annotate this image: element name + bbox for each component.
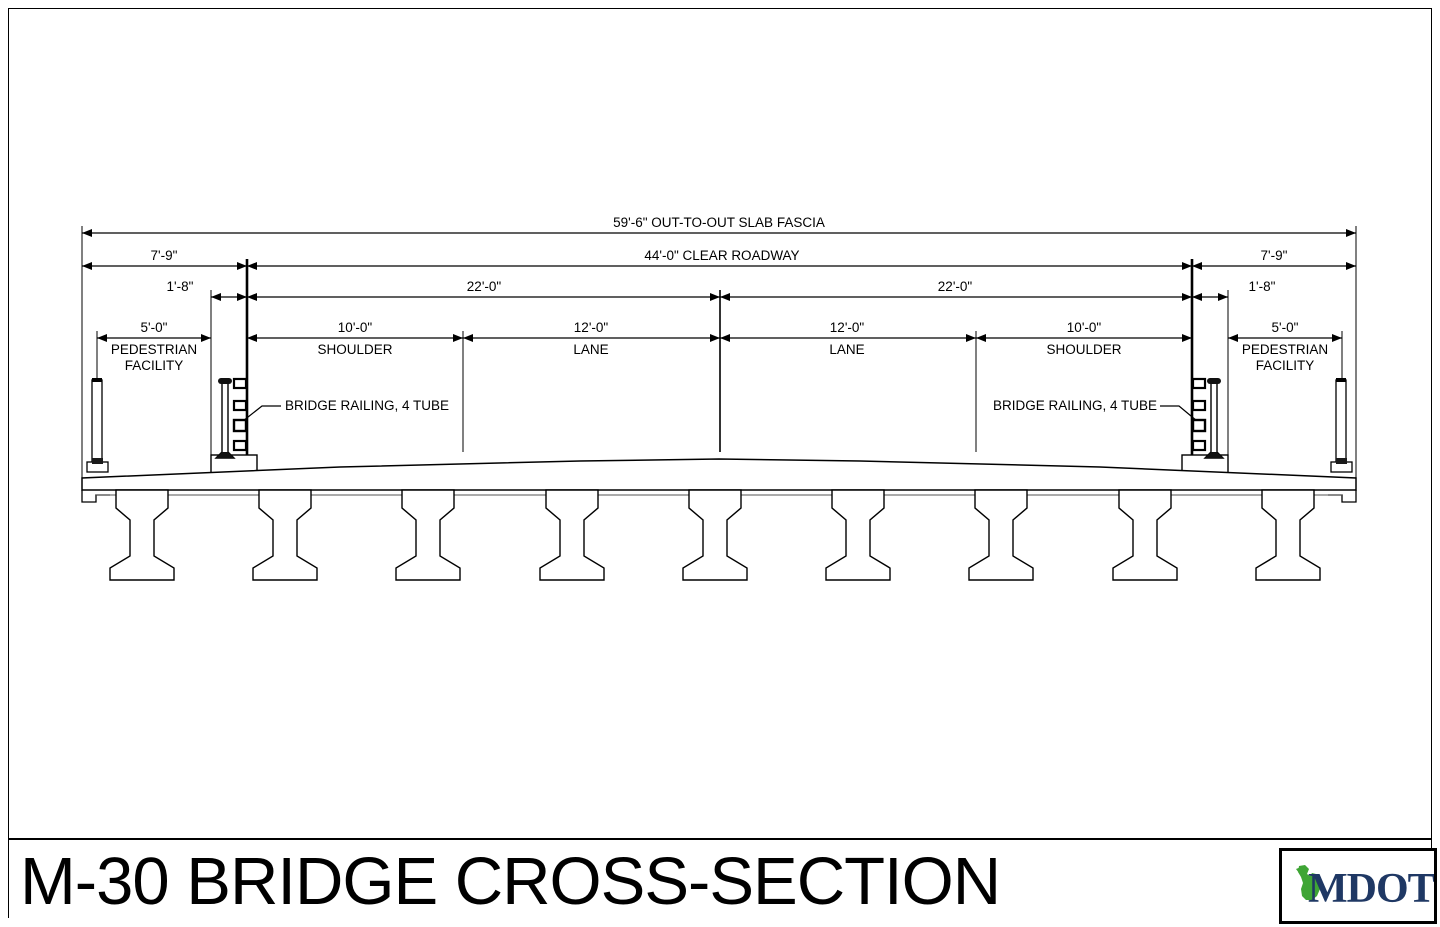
- girder: [539, 489, 605, 581]
- dim-label-left-lane-width: 12'-0": [574, 320, 609, 335]
- girder: [1112, 489, 1178, 581]
- dim-label-right-shoulder-width: 10'-0": [1067, 320, 1102, 335]
- callout-left-bridge-railing: BRIDGE RAILING, 4 TUBE: [285, 398, 449, 413]
- girder: [109, 489, 175, 581]
- dim-label-left-barrier: 1'-8": [167, 279, 194, 294]
- deck-slab-outline: [81, 458, 1357, 491]
- dim-label-left-half-roadway: 22'-0": [467, 279, 502, 294]
- dim-row-halves: [210, 290, 1229, 455]
- dim-label-right-lane-name: LANE: [829, 342, 864, 357]
- dim-label-left-pedestrian-name-2: FACILITY: [125, 358, 184, 373]
- dim-label-left-shoulder-name: SHOULDER: [317, 342, 392, 357]
- leader-layer: BRIDGE RAILING, 4 TUBE BRIDGE RAILING, 4…: [242, 398, 1198, 422]
- left-bridge-railing-4-tube-icon: [210, 377, 258, 474]
- dim-label-right-pedestrian-name-1: PEDESTRIAN: [1242, 342, 1328, 357]
- leader-line-left-railing: [242, 405, 281, 422]
- title-band: [9, 838, 1431, 926]
- girder: [968, 489, 1034, 581]
- girder: [682, 489, 748, 581]
- mdot-logo-text: MDOT: [1308, 866, 1435, 912]
- girder-row: [109, 489, 1321, 581]
- girder: [252, 489, 318, 581]
- leader-line-right-railing: [1160, 405, 1198, 422]
- dim-label-left-shoulder-width: 10'-0": [338, 320, 373, 335]
- dim-label-left-lane-name: LANE: [573, 342, 608, 357]
- dimension-layer: 59'-6" OUT-TO-OUT SLAB FASCIA 44'-0" CLE…: [81, 215, 1357, 478]
- dim-label-left-overhang: 7'-9": [151, 248, 178, 263]
- dim-label-right-shoulder-name: SHOULDER: [1046, 342, 1121, 357]
- left-pedestrian-railing-icon: [86, 378, 109, 473]
- right-pedestrian-railing-icon: [1330, 378, 1353, 473]
- dim-label-out-to-out: 59'-6" OUT-TO-OUT SLAB FASCIA: [613, 215, 825, 230]
- dim-row-overhangs: [82, 259, 1356, 472]
- left-fascia-lip: [81, 490, 110, 503]
- dim-label-left-pedestrian-name-1: PEDESTRIAN: [111, 342, 197, 357]
- bridge-railings: [210, 377, 1229, 474]
- girder: [395, 489, 461, 581]
- girder: [1255, 489, 1321, 581]
- page-title: M-30 BRIDGE CROSS-SECTION: [20, 844, 1001, 919]
- dim-row-elements: [96, 331, 1343, 452]
- dim-label-clear-roadway: 44'-0" CLEAR ROADWAY: [644, 248, 799, 263]
- right-bridge-railing-4-tube-icon: [1181, 377, 1229, 474]
- pedestrian-railings: [86, 378, 1353, 473]
- dim-label-right-pedestrian-name-2: FACILITY: [1256, 358, 1315, 373]
- right-fascia-lip: [1328, 490, 1357, 503]
- dim-out-to-out: [81, 226, 1357, 478]
- callout-right-bridge-railing: BRIDGE RAILING, 4 TUBE: [993, 398, 1157, 413]
- dim-label-right-barrier: 1'-8": [1249, 279, 1276, 294]
- dim-label-right-pedestrian-width: 5'-0": [1272, 320, 1299, 335]
- mdot-logo: MDOT: [1279, 848, 1437, 924]
- dim-label-right-overhang: 7'-9": [1261, 248, 1288, 263]
- michigan-state-outline-icon: [1296, 865, 1320, 900]
- dim-label-left-pedestrian-width: 5'-0": [141, 320, 168, 335]
- dim-label-right-lane-width: 12'-0": [830, 320, 865, 335]
- girder: [825, 489, 891, 581]
- dim-label-right-half-roadway: 22'-0": [938, 279, 973, 294]
